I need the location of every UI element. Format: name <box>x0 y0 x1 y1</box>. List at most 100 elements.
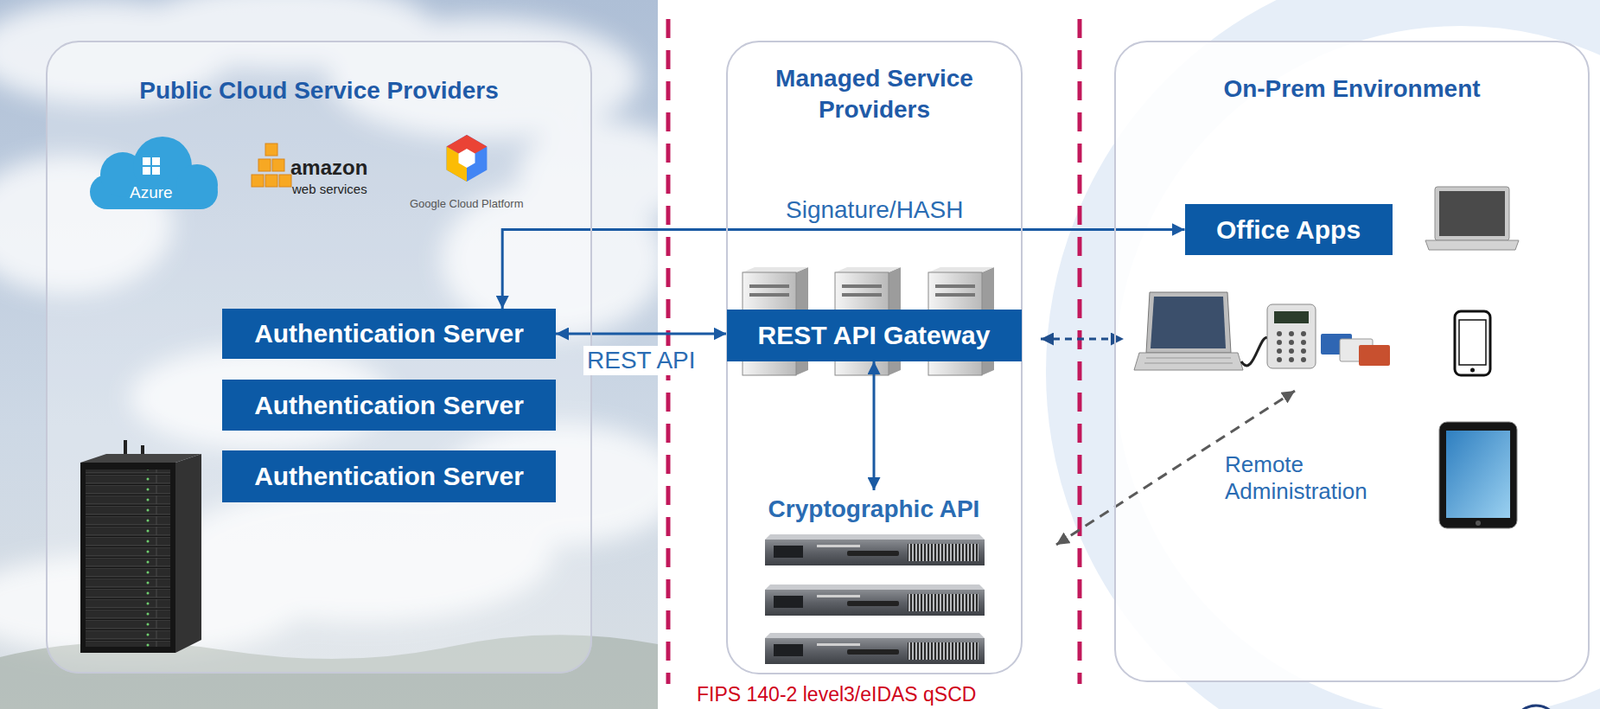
node-label: REST API Gateway <box>739 319 1010 351</box>
tablet-icon-part <box>1475 520 1481 526</box>
api-label-box: Cryptographic API <box>745 490 1003 529</box>
corner-logo-part <box>1513 705 1559 709</box>
aws-logo-part-part <box>265 174 278 187</box>
edge-label: REST API <box>583 345 700 376</box>
server-rack <box>80 439 202 653</box>
hsm-appliance-part-part <box>773 643 804 657</box>
tower-server-part-part <box>742 267 809 273</box>
card-reader-setup-part-part <box>1300 331 1307 337</box>
region-title: On-Prem Environment <box>1115 73 1588 105</box>
phone-icon-part <box>1454 311 1491 376</box>
hsm-appliance-part-part <box>816 544 861 548</box>
azure-logo-part-part <box>142 166 151 175</box>
card-reader-setup-part-part <box>1276 331 1282 337</box>
card-reader-setup-part <box>1144 357 1233 364</box>
google-cloud-logo <box>446 134 488 182</box>
dashed-link <box>1040 338 1295 545</box>
laptop-icon-part <box>1425 240 1519 250</box>
azure-logo-part <box>176 164 218 206</box>
logo-text: amazon <box>290 155 368 181</box>
provider-region: Public Cloud Service ProvidersAuthentica… <box>45 40 593 674</box>
connector <box>873 361 876 491</box>
card-reader-setup-part <box>1241 337 1269 365</box>
azure-logo-part-part <box>152 166 160 175</box>
hsm-appliance-part-part <box>907 543 979 561</box>
region-title: Public Cloud Service Providers <box>47 75 591 107</box>
dashed-link-part <box>1040 337 1124 341</box>
card-reader-setup-part-part <box>1300 356 1307 363</box>
server-rack-part <box>80 453 202 463</box>
app-box: Office Apps <box>1185 203 1393 255</box>
server-rack-part <box>85 469 171 647</box>
phone-icon-part <box>1470 368 1475 373</box>
card-reader-setup-part-part <box>1300 348 1307 354</box>
hsm-appliance-part-part <box>764 589 985 616</box>
hsm-appliance-part-part <box>764 584 985 590</box>
laptop-icon <box>1425 186 1519 250</box>
card-reader-setup-part-part <box>1300 339 1307 345</box>
node-label: Office Apps <box>1197 214 1380 246</box>
phone-icon <box>1454 311 1491 376</box>
tower-server-part-part <box>841 284 882 288</box>
azure-logo-part <box>142 157 160 175</box>
tower-server-part-part <box>928 267 995 273</box>
tower-server-part-part <box>935 293 976 297</box>
card-reader-setup-part <box>1267 304 1316 369</box>
hsm-appliance-part <box>764 584 985 616</box>
node-label: Cryptographic API <box>749 494 1000 524</box>
panel-fill <box>1114 40 1590 683</box>
tower-server-part-part <box>749 284 790 288</box>
node-label: Authentication Server <box>235 318 543 350</box>
connector <box>555 332 727 336</box>
node-label: Authentication Server <box>235 460 543 492</box>
card-reader-setup-part-part <box>1288 348 1295 354</box>
phone-icon-part <box>1459 319 1486 365</box>
watermark-arc-part <box>1080 0 1600 709</box>
azure-logo <box>89 136 218 210</box>
tablet-icon-part <box>1446 430 1511 518</box>
azure-logo-part-part <box>142 157 151 166</box>
aws-logo <box>251 143 292 187</box>
hsm-appliance-part-part <box>816 643 861 646</box>
hsm-appliance-part <box>764 632 985 664</box>
hsm-appliance-part-part <box>764 632 985 638</box>
server-box: Authentication Server <box>222 308 556 359</box>
aws-logo-part <box>251 143 292 187</box>
hsm-appliance-part-part <box>847 550 899 556</box>
server-rack-part <box>175 453 202 653</box>
sky-photo <box>0 0 658 709</box>
hsm-appliance-part-part <box>773 595 804 608</box>
watermark-arc <box>1080 0 1600 709</box>
compliance-note: FIPS 140-2 level3/eIDAS qSCD <box>696 682 976 708</box>
server-box: Authentication Server <box>222 379 556 431</box>
card-reader-setup-part-part <box>1276 356 1282 363</box>
google-cloud-logo-part <box>446 134 488 182</box>
hsm-appliance-part-part <box>907 593 979 612</box>
site-region: On-Prem EnvironmentOffice Apps <box>1114 40 1590 683</box>
sky-photo-part <box>0 0 658 709</box>
card-reader-setup-part <box>1150 296 1226 349</box>
aws-logo-part-part <box>265 143 278 156</box>
laptop-icon-part <box>1434 186 1510 241</box>
aws-logo-part-part <box>279 174 292 187</box>
tower-server-part-part <box>835 267 901 273</box>
azure-logo-part-part <box>152 157 160 166</box>
provider-region: Managed Service ProvidersREST API Gatewa… <box>726 40 1023 675</box>
aws-logo-part-part <box>251 174 264 187</box>
card-reader-setup-part-part <box>1288 331 1295 337</box>
card-reader-setup-part <box>1134 352 1244 370</box>
hsm-appliance-part-part <box>816 594 861 598</box>
card-reader-setup-part-part <box>1276 339 1282 345</box>
google-cloud-logo-part <box>458 148 476 168</box>
hsm-appliance-part-part <box>764 534 985 540</box>
hsm-appliance-part-part <box>847 600 899 606</box>
node-label: Authentication Server <box>235 389 543 421</box>
hsm-appliance-part-part <box>764 637 985 664</box>
card-reader-setup-part-part <box>1288 339 1295 345</box>
hsm-appliance-part <box>764 534 985 566</box>
connector <box>502 229 1185 310</box>
hsm-appliance-part-part <box>764 539 985 566</box>
annotation: Remote Administration <box>1224 451 1398 505</box>
